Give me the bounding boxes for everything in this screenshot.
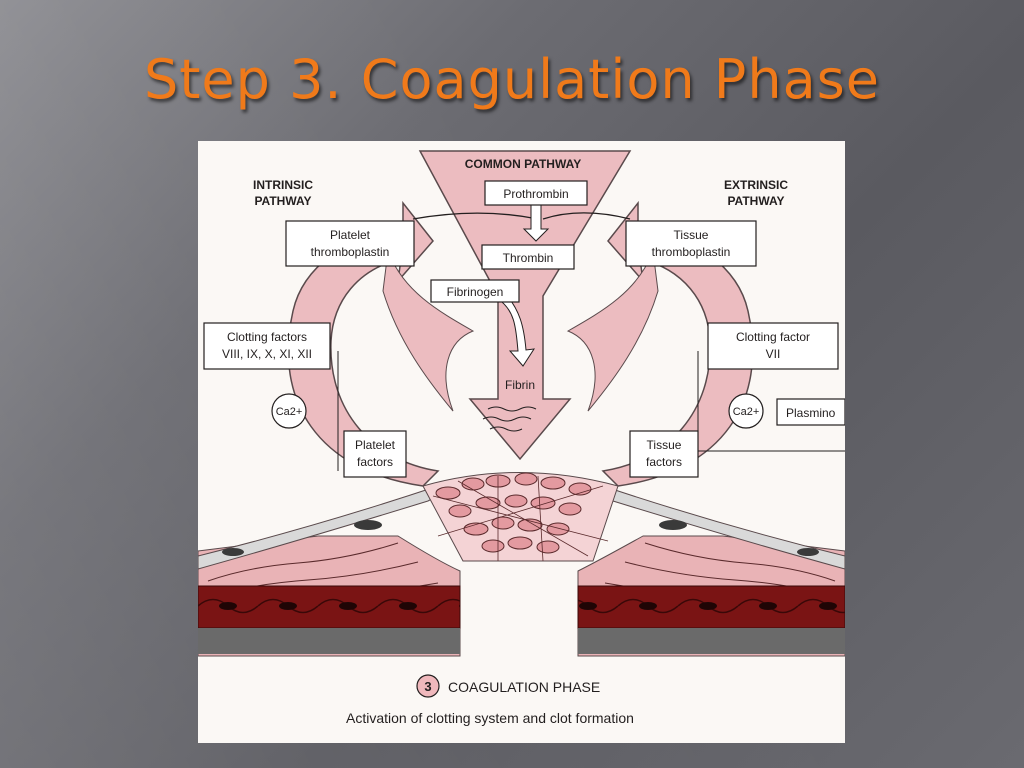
extrinsic-inner-loop	[566, 250, 659, 412]
fibrin-strands	[482, 406, 537, 432]
thrombin-label: Thrombin	[503, 251, 554, 265]
tissue-thromboplastin-line1: Tissue	[674, 228, 709, 242]
common-pathway-heading: COMMON PATHWAY	[465, 157, 581, 171]
fibrinogen-box: Fibrinogen	[430, 279, 520, 303]
calcium-intrinsic-circle: Ca2+	[271, 393, 307, 429]
plasmin-box: Plasmino	[776, 398, 845, 426]
tissue-factors-box: Tissue factors	[629, 430, 699, 478]
platelet-factors-line1: Platelet	[355, 438, 396, 452]
tissue-thromboplastin-box: Tissue thromboplastin	[625, 220, 757, 267]
intrinsic-heading-line1: INTRINSIC	[253, 178, 313, 192]
intrinsic-inner-loop	[382, 250, 475, 412]
calcium-extrinsic-label: Ca2+	[733, 406, 760, 418]
clotting-factors-intrinsic-box: Clotting factors VIII, IX, X, XI, XII	[203, 322, 331, 370]
clotting-factors-intrinsic-line1: Clotting factors	[227, 330, 307, 344]
fibrin-clot	[422, 472, 619, 562]
fibrinogen-label: Fibrinogen	[447, 285, 504, 299]
clotting-factors-intrinsic-line2: VIII, IX, X, XI, XII	[222, 347, 312, 361]
coagulation-diagram: COMMON PATHWAY INTRINSIC PATHWAY EXTRINS…	[198, 141, 845, 743]
platelet-thromboplastin-box: Platelet thromboplastin	[285, 220, 415, 267]
fibrin-label: Fibrin	[505, 378, 535, 392]
platelet-factors-box: Platelet factors	[343, 430, 407, 478]
prothrombin-label: Prothrombin	[503, 187, 568, 201]
fibrinogen-to-fibrin-arrow	[497, 290, 536, 367]
prothrombin-to-thrombin-arrow	[522, 204, 550, 242]
connector-intrinsic-to-prothrombin	[412, 212, 539, 220]
tissue-factors-line2: factors	[646, 455, 682, 469]
thrombin-box: Thrombin	[481, 244, 575, 270]
clotting-factor-extrinsic-line1: Clotting factor	[736, 330, 810, 344]
clotting-factor-extrinsic-box: Clotting factor VII	[707, 322, 839, 370]
slide-title: Step 3. Coagulation Phase	[143, 48, 881, 111]
vessel-wall-left	[198, 485, 461, 657]
plasmin-label: Plasmino	[786, 406, 836, 420]
step-number-badge: 3	[416, 674, 440, 698]
step-number: 3	[424, 679, 431, 694]
clotting-factor-extrinsic-line2: VII	[766, 347, 781, 361]
platelet-thromboplastin-line2: thromboplastin	[311, 245, 390, 259]
calcium-intrinsic-label: Ca2+	[276, 406, 303, 418]
extrinsic-heading-line2: PATHWAY	[727, 194, 784, 208]
platelet-factors-line2: factors	[357, 455, 393, 469]
intrinsic-heading-line2: PATHWAY	[254, 194, 311, 208]
prothrombin-box: Prothrombin	[484, 180, 588, 206]
tissue-thromboplastin-line2: thromboplastin	[652, 245, 731, 259]
calcium-extrinsic-circle: Ca2+	[728, 393, 764, 429]
connector-extrinsic-to-prothrombin	[542, 212, 631, 220]
vessel-wall-right	[577, 485, 845, 657]
diagram-svg: COMMON PATHWAY INTRINSIC PATHWAY EXTRINS…	[198, 150, 845, 726]
extrinsic-heading-line1: EXTRINSIC	[724, 178, 788, 192]
tissue-factors-line1: Tissue	[647, 438, 682, 452]
platelet-thromboplastin-line1: Platelet	[330, 228, 371, 242]
common-pathway-arrow	[418, 150, 632, 461]
caption-phase: COAGULATION PHASE	[448, 679, 600, 695]
caption-description: Activation of clotting system and clot f…	[346, 710, 634, 726]
